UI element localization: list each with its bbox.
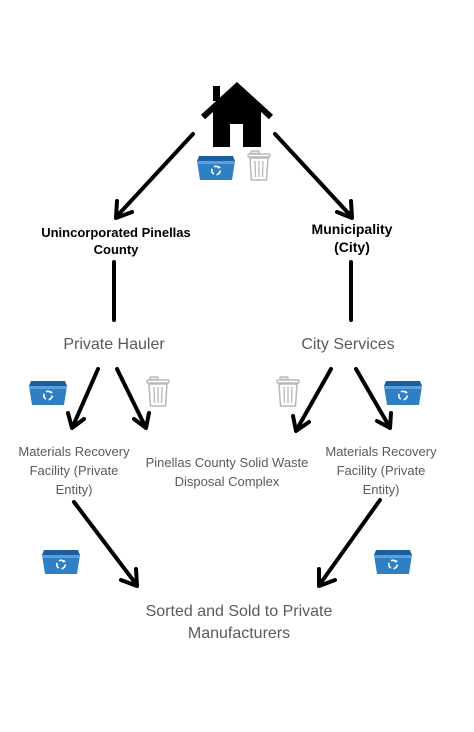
- recycling-bin-icon: [196, 155, 236, 181]
- arrow-mrf-left-to-sorted: [72, 500, 138, 586]
- node-private-hauler: Private Hauler: [63, 336, 165, 353]
- arrowhead: [119, 567, 139, 588]
- node-municipality: Municipality (City): [311, 221, 393, 255]
- recycling-bin-icon: [373, 549, 413, 575]
- trash-can-icon: [247, 150, 271, 181]
- arrow-mrf-right-to-sorted: [318, 498, 382, 586]
- node-city-services: City Services: [301, 336, 395, 353]
- node-mrf-left: Materials Recovery Facility (Private Ent…: [18, 444, 130, 497]
- trash-can-icon: [146, 376, 170, 407]
- arrowhead: [114, 199, 134, 220]
- recycling-bin-icon: [383, 380, 423, 406]
- arrowhead: [291, 414, 311, 433]
- arrowhead: [375, 411, 393, 430]
- arrow-house-to-municipality: [273, 132, 352, 217]
- node-sorted-sold: Sorted and Sold to Private Manufacturers: [145, 603, 333, 642]
- house-icon: [200, 81, 274, 147]
- arrow-hauler-to-mrf: [71, 367, 100, 428]
- recycling-bin-icon: [41, 549, 81, 575]
- arrowhead: [132, 411, 151, 430]
- arrow-city-to-complex: [295, 367, 333, 431]
- arrow-hauler-to-complex: [115, 367, 147, 428]
- arrowhead: [317, 567, 337, 588]
- recycling-bin-icon: [28, 380, 68, 406]
- arrowhead: [335, 199, 354, 220]
- arrow-house-to-unincorporated: [116, 132, 195, 217]
- node-mrf-right: Materials Recovery Facility (Private Ent…: [325, 444, 437, 497]
- arrow-city-to-mrf: [354, 367, 391, 428]
- trash-can-icon: [276, 376, 300, 407]
- node-solid-waste-complex: Pinellas County Solid Waste Disposal Com…: [145, 455, 309, 489]
- arrowhead: [66, 411, 86, 430]
- node-unincorporated-county: Unincorporated Pinellas County: [41, 225, 191, 257]
